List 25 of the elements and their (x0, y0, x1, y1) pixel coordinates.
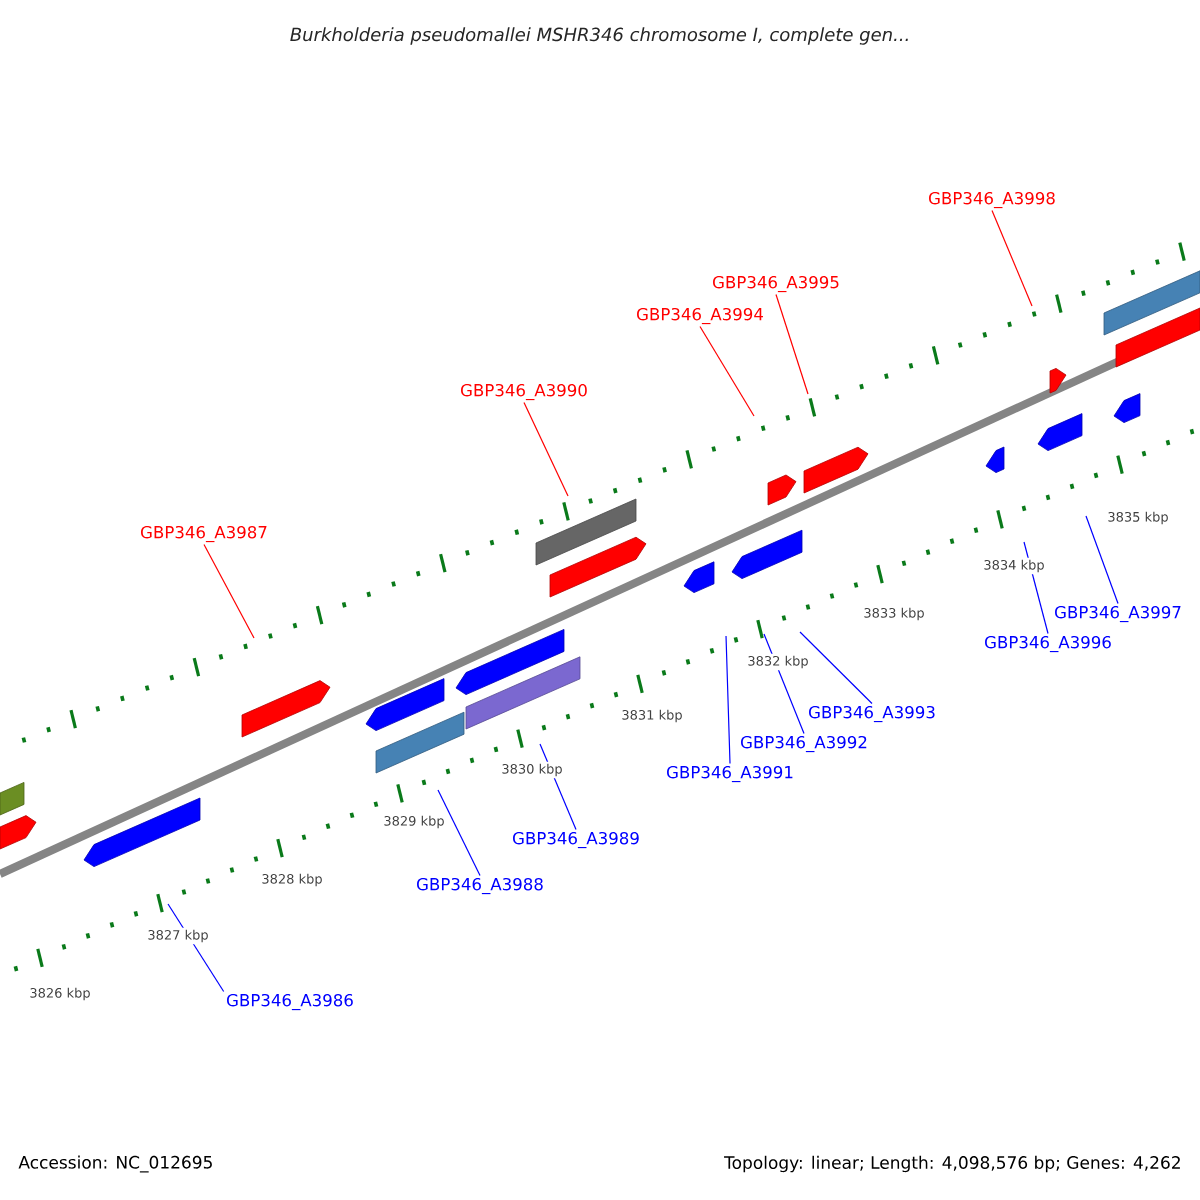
gene-label: GBP346_A3987 (141, 525, 267, 543)
leader-line (437, 789, 481, 877)
leader-line (1085, 515, 1119, 605)
gene-label: GBP346_A3998 (929, 191, 1055, 209)
leader-line (523, 401, 569, 497)
footer-text: Topology: linear; Length: 4,098,576 bp; Genes: 4,262 (724, 1155, 1180, 1173)
leader-line (699, 325, 755, 417)
leader-line (203, 543, 255, 639)
gene-label: GBP346_A3996 (985, 635, 1111, 653)
leader-line (799, 631, 873, 705)
gene-label: GBP346_A3994 (637, 307, 763, 325)
gene-label: GBP346_A3992 (741, 735, 867, 753)
gene-label: GBP346_A3990 (461, 383, 587, 401)
gene-label: GBP346_A3988 (417, 877, 543, 895)
footer-text: Accession: NC_012695 (18, 1155, 212, 1173)
gene-label: GBP346_A3989 (513, 831, 639, 849)
leader-line (991, 209, 1033, 307)
gene-label: GBP346_A3991 (667, 765, 793, 783)
gene-label: GBP346_A3986 (227, 993, 353, 1011)
gene-label: GBP346_A3995 (713, 275, 839, 293)
gene-label: GBP346_A3993 (809, 705, 935, 723)
leader-line (725, 635, 731, 765)
gene-label: GBP346_A3997 (1055, 605, 1181, 623)
leader-line (775, 293, 809, 395)
title: Burkholderia pseudomallei MSHR346 chromosome I, complete gen... (290, 27, 908, 45)
